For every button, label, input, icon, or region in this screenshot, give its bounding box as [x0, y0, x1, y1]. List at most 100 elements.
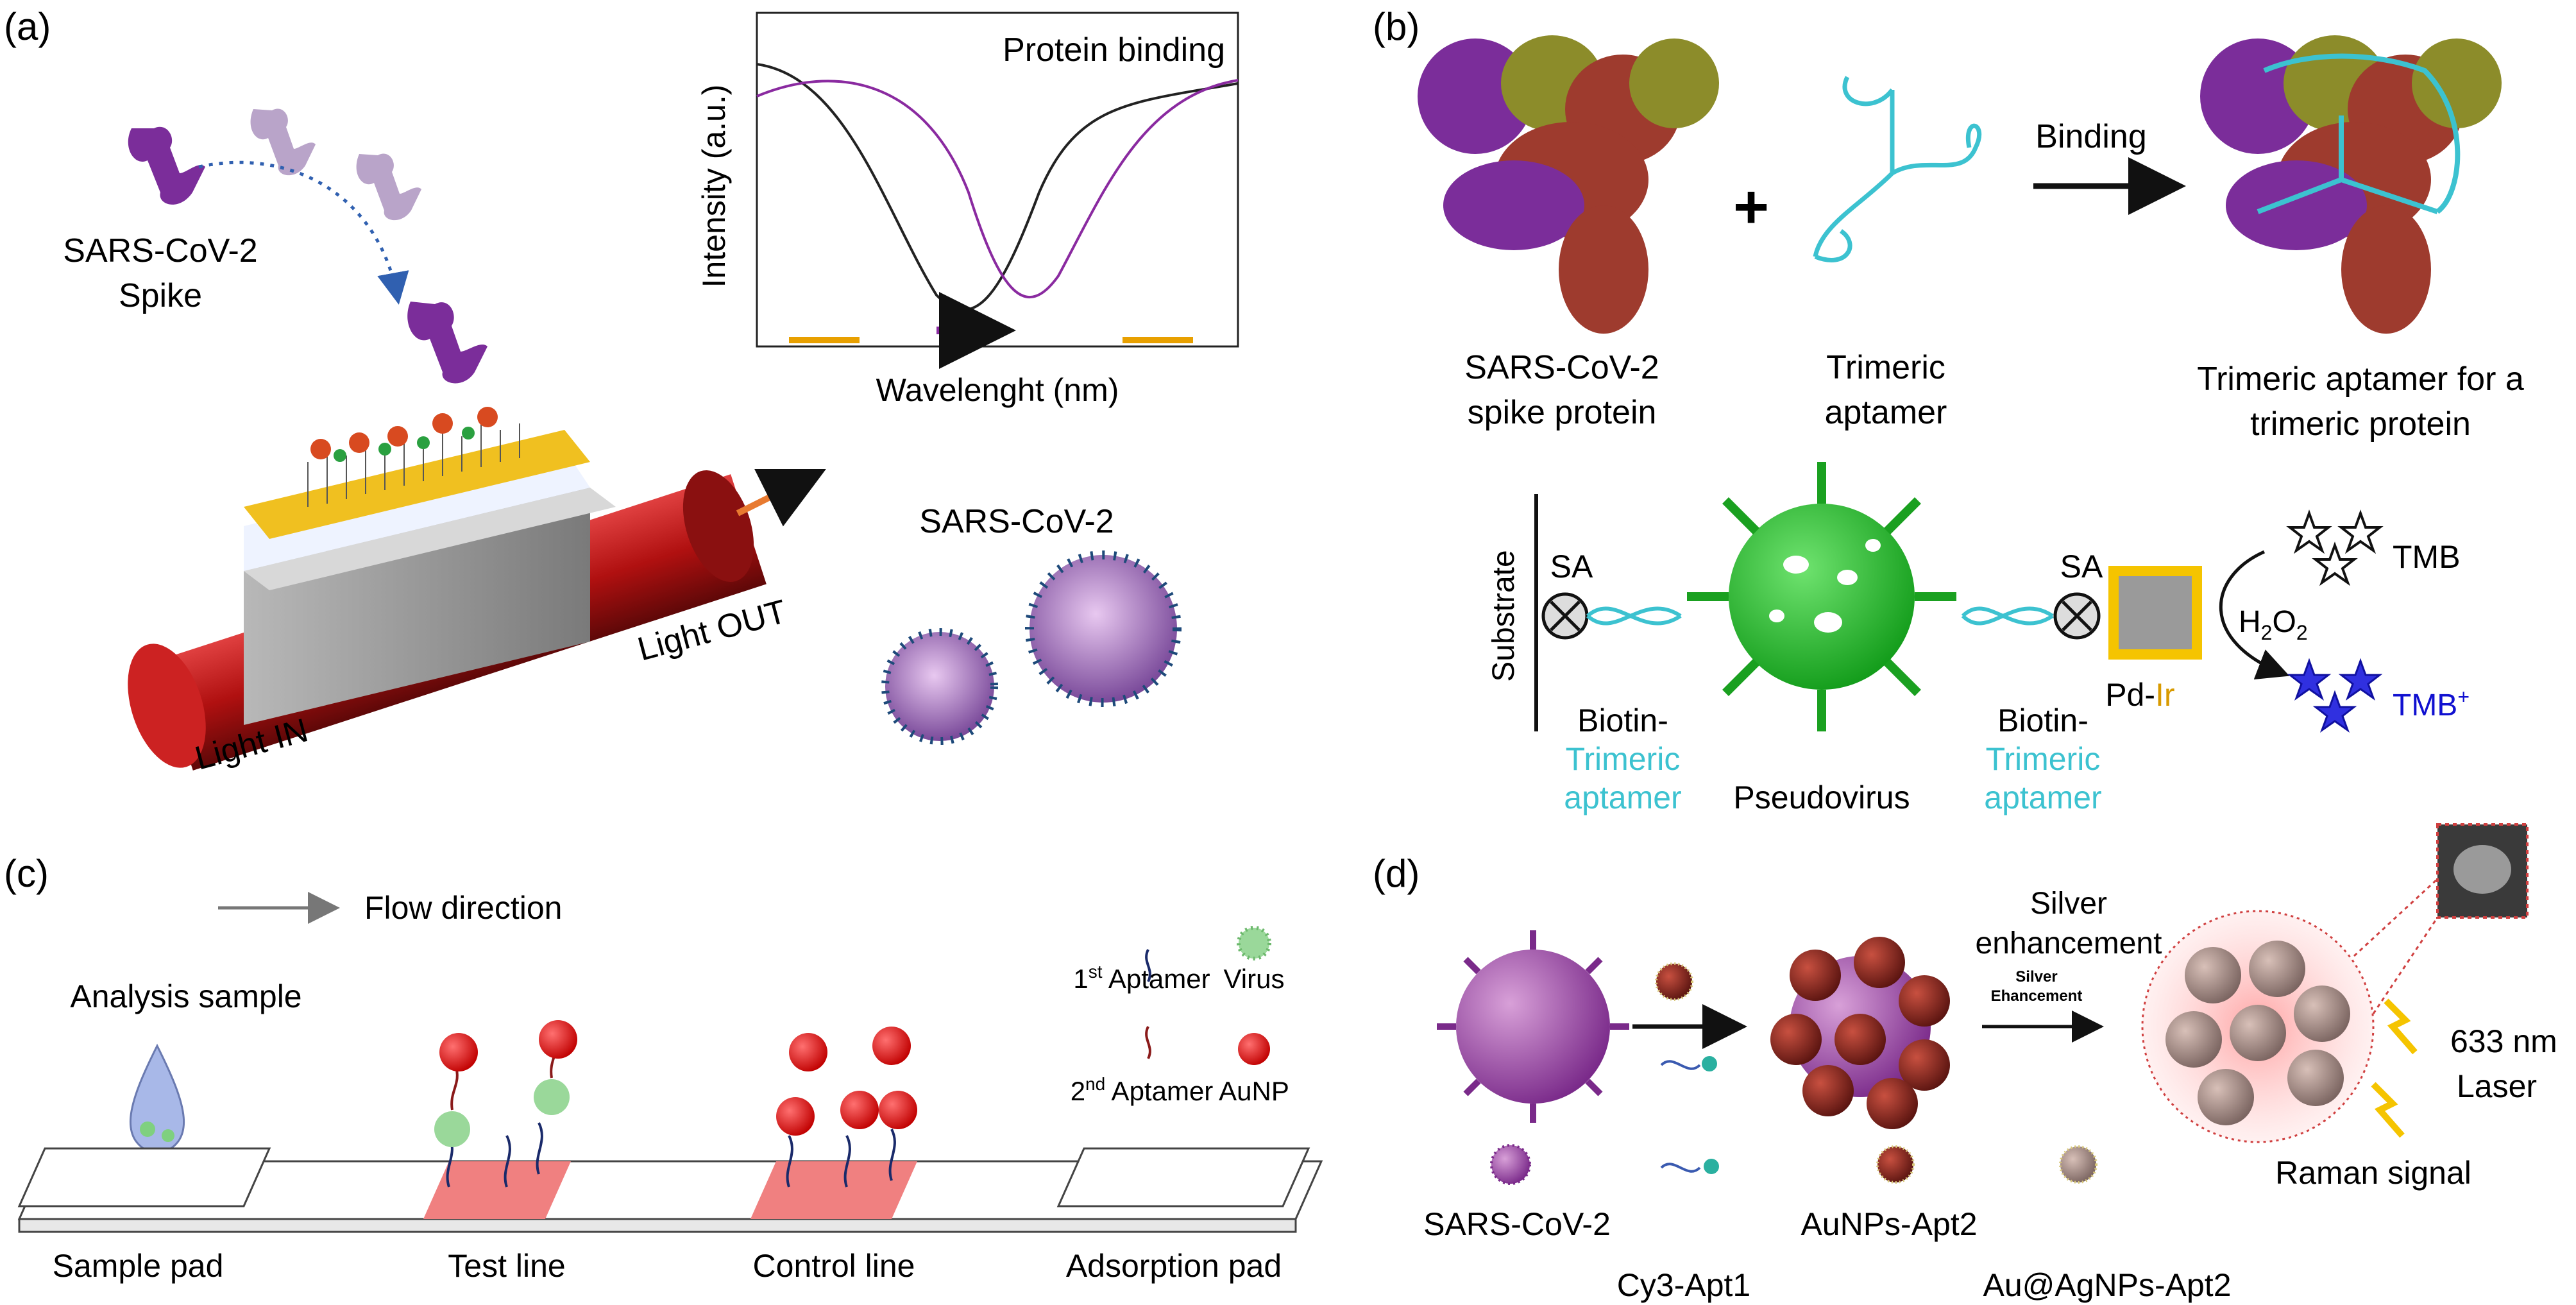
aunp-legend-label: AuNP: [1219, 1076, 1289, 1106]
sars-legend-label: SARS-CoV-2: [1423, 1206, 1611, 1242]
virus-label: SARS-CoV-2: [919, 503, 1114, 540]
light-out-arrow: [736, 469, 826, 527]
sample-pad-label: Sample pad: [53, 1248, 224, 1284]
cy3-apt1-small-icon: [1702, 1056, 1717, 1071]
optical-fiber-device: [128, 430, 826, 771]
plus-sign: +: [1733, 173, 1769, 241]
auag-complex-icon: [2141, 910, 2375, 1143]
panel-b: (b) SARS-CoV-2 spike protein + Trimeric …: [1373, 5, 2524, 815]
sa-right-icon: [2053, 592, 2101, 640]
sars-virus-large-icon: [1025, 550, 1182, 707]
control-line-zone: [750, 1161, 917, 1219]
test-line-label: Test line: [448, 1248, 565, 1284]
lateral-flow-strip: [17, 1147, 1323, 1233]
first-aptamer-legend-icon: [1145, 949, 1151, 982]
inset-title: Protein binding: [1003, 31, 1225, 69]
y-axis-label: Intensity (a.u.): [696, 85, 732, 288]
result-label-line2: trimeric protein: [2250, 405, 2471, 443]
test-line-zone: [423, 1161, 571, 1219]
pd-ir-nanocube: [2108, 566, 2202, 660]
protein-label-line2: spike protein: [1468, 394, 1657, 431]
aunp-legend-icon: [1238, 1033, 1270, 1065]
spike-protein-trimer-icon: [1418, 35, 1719, 334]
silver-small-line2: Ehancement: [1991, 987, 2083, 1005]
raman-signal-label: Raman signal: [2275, 1155, 2471, 1191]
h2o2-label: H2O2: [2239, 605, 2308, 644]
first-aptamer-label: 1st Aptamer: [1073, 962, 1210, 994]
aptamer-right-icon: [1961, 606, 2054, 626]
binding-dashed-arrow: [198, 160, 409, 305]
pseudovirus-label: Pseudovirus: [1733, 780, 1910, 815]
control-line-label: Control line: [753, 1248, 915, 1284]
tmb-oxidized-stars-icon: [2287, 658, 2383, 733]
trimeric-aptamer-icon: [1813, 76, 1982, 262]
biotin-right-line1: Biotin-: [1997, 703, 2089, 738]
sa-left-icon: [1541, 592, 1589, 640]
oxidation-arrow: [2219, 550, 2290, 679]
panel-a: (a) SARS-CoV-2 Spike: [4, 5, 1239, 778]
x-axis-label: Wavelenght (nm): [876, 372, 1119, 408]
aptamer-probes: [307, 407, 520, 507]
auag-legend-label: Au@AgNPs-Apt2: [1983, 1267, 2231, 1303]
sample-droplet-icon: [129, 1043, 185, 1156]
result-label-line1: Trimeric aptamer for a: [2197, 361, 2524, 398]
virus-legend-label: Virus: [1224, 964, 1285, 994]
aunps-apt2-legend-icon: [1876, 1145, 1915, 1184]
laser-label-line1: 633 nm: [2450, 1023, 2557, 1059]
aptamer-label-line1: Trimeric: [1826, 349, 1945, 386]
tmb-plus-label: TMB+: [2393, 685, 2470, 722]
panel-c-label: (c): [4, 852, 49, 895]
bound-complex-icon: [2200, 35, 2502, 334]
aunp-complex-icon: [1770, 937, 1950, 1129]
sa-right-label: SA: [2060, 549, 2103, 584]
auag-apt2-legend-icon: [2059, 1145, 2097, 1184]
inset-plot: Protein binding Intensity (a.u.) Wavelen…: [696, 12, 1239, 408]
laser-label-line2: Laser: [2457, 1068, 2537, 1104]
spike-label-line2: Spike: [119, 277, 202, 314]
pd-label: Pd-: [2105, 677, 2155, 713]
panel-c: (c) Flow direction Analysis sample: [4, 852, 1323, 1284]
sa-left-label: SA: [1550, 549, 1593, 584]
panel-b-label: (b): [1373, 5, 1419, 48]
cy3-apt1-legend-icon: [1704, 1159, 1719, 1174]
test-line-complexes: [434, 1020, 577, 1188]
biotin-left-line3: aptamer: [1564, 780, 1681, 815]
analysis-sample-label: Analysis sample: [70, 978, 301, 1014]
binding-label: Binding: [2035, 118, 2146, 155]
adsorption-pad-label: Adsorption pad: [1066, 1248, 1282, 1284]
aptamer-left-icon: [1586, 606, 1682, 626]
biotin-left-line1: Biotin-: [1577, 703, 1668, 738]
ir-label: Ir: [2155, 677, 2175, 713]
biotin-left-line2: Trimeric: [1566, 741, 1681, 777]
cy3-legend-label: Cy3-Apt1: [1617, 1267, 1750, 1303]
silver-small-line1: Silver: [2015, 968, 2057, 985]
aptamer-label-line2: aptamer: [1825, 394, 1947, 431]
aunp-apt2-small-icon: [1655, 962, 1693, 1001]
flow-direction-label: Flow direction: [364, 890, 562, 926]
aunps-legend-label: AuNPs-Apt2: [1801, 1206, 1977, 1242]
virus-legend-icon: [1237, 926, 1271, 960]
laser-bolt-icon: [2384, 998, 2418, 1055]
sars-legend-icon: [1490, 1144, 1531, 1185]
spike-protein-icon: [128, 108, 487, 384]
panel-a-label: (a): [4, 5, 51, 48]
protein-label-line1: SARS-CoV-2: [1464, 349, 1659, 386]
raman-bolt-icon: [2371, 1082, 2405, 1138]
sars-virus-small-icon: [881, 628, 998, 745]
biotin-right-line3: aptamer: [1984, 780, 2101, 815]
tmb-stars-icon: [2286, 509, 2384, 586]
spike-label-line1: SARS-CoV-2: [63, 232, 257, 269]
second-aptamer-legend-icon: [1145, 1026, 1151, 1059]
pseudovirus-icon: [1687, 462, 1956, 731]
substrate-label: Substrate: [1487, 550, 1521, 681]
panel-d-label: (d): [1373, 852, 1419, 895]
biotin-right-line2: Trimeric: [1986, 741, 2101, 777]
tmb-label: TMB: [2393, 539, 2461, 575]
panel-d: (d) Silver enhancement Si: [1373, 823, 2557, 1303]
sars-virus-icon: [1437, 930, 1629, 1123]
spectrum-after: [756, 79, 1239, 298]
silver-label-line1: Silver: [2030, 887, 2107, 921]
control-line-complexes: [776, 1027, 917, 1188]
second-aptamer-label: 2nd Aptamer: [1071, 1074, 1214, 1106]
